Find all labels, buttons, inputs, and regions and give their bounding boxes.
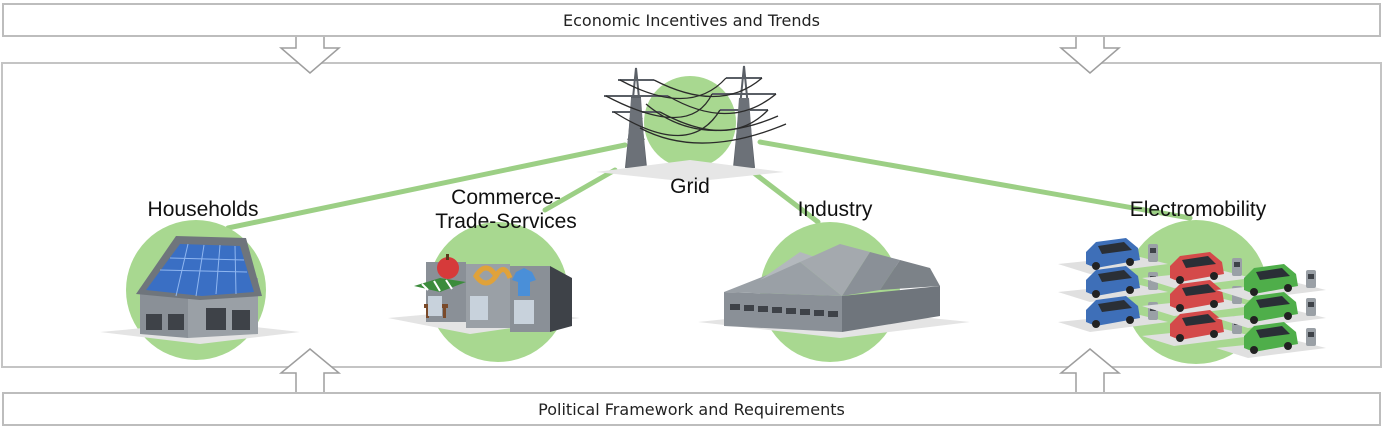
- economic-incentives-text: Economic Incentives and Trends: [563, 10, 820, 30]
- industry-factory-icon: [698, 222, 970, 362]
- charging-station-icon: [1306, 328, 1316, 346]
- car-icon: [1086, 238, 1140, 270]
- charging-station-icon: [1306, 298, 1316, 316]
- economic-incentives-banner: Economic Incentives and Trends: [2, 3, 1381, 37]
- political-framework-banner: Political Framework and Requirements: [2, 392, 1381, 426]
- tshirt-sign-icon: [512, 268, 536, 296]
- political-framework-text: Political Framework and Requirements: [538, 399, 845, 419]
- industry-label: Industry: [797, 198, 873, 221]
- grid-label: Grid: [670, 175, 710, 198]
- connector-industry: [747, 167, 821, 225]
- car-icon: [1244, 264, 1298, 296]
- charging-station-icon: [1232, 258, 1242, 276]
- car-icon: [1244, 322, 1298, 354]
- connector-electromobility: [757, 139, 1193, 221]
- charging-station-icon: [1306, 270, 1316, 288]
- commerce-shops-icon: [388, 222, 580, 362]
- commerce-label-line1: Commerce-: [451, 186, 561, 209]
- grid-connectors: [225, 139, 1193, 231]
- electromobility-cars-icon: [1058, 220, 1326, 364]
- apple-sign-icon: [437, 257, 459, 279]
- charging-station-icon: [1148, 244, 1158, 262]
- grid-hub-icon: [596, 65, 787, 182]
- households-house-icon: [100, 220, 300, 360]
- car-icon: [1170, 252, 1224, 284]
- car-icon: [1170, 280, 1224, 312]
- connector-commerce: [542, 167, 618, 213]
- commerce-label: Commerce- Trade-Services: [406, 186, 606, 234]
- bottom-arrows: [278, 348, 1122, 398]
- car-icon: [1244, 292, 1298, 324]
- car-icon: [1086, 266, 1140, 298]
- connector-households: [225, 142, 628, 231]
- commerce-label-line2: Trade-Services: [435, 210, 577, 233]
- pretzel-sign-icon: [472, 265, 513, 286]
- car-icon: [1086, 296, 1140, 328]
- car-icon: [1170, 310, 1224, 342]
- electromobility-label: Electromobility: [1129, 198, 1267, 221]
- households-label: Households: [147, 198, 259, 221]
